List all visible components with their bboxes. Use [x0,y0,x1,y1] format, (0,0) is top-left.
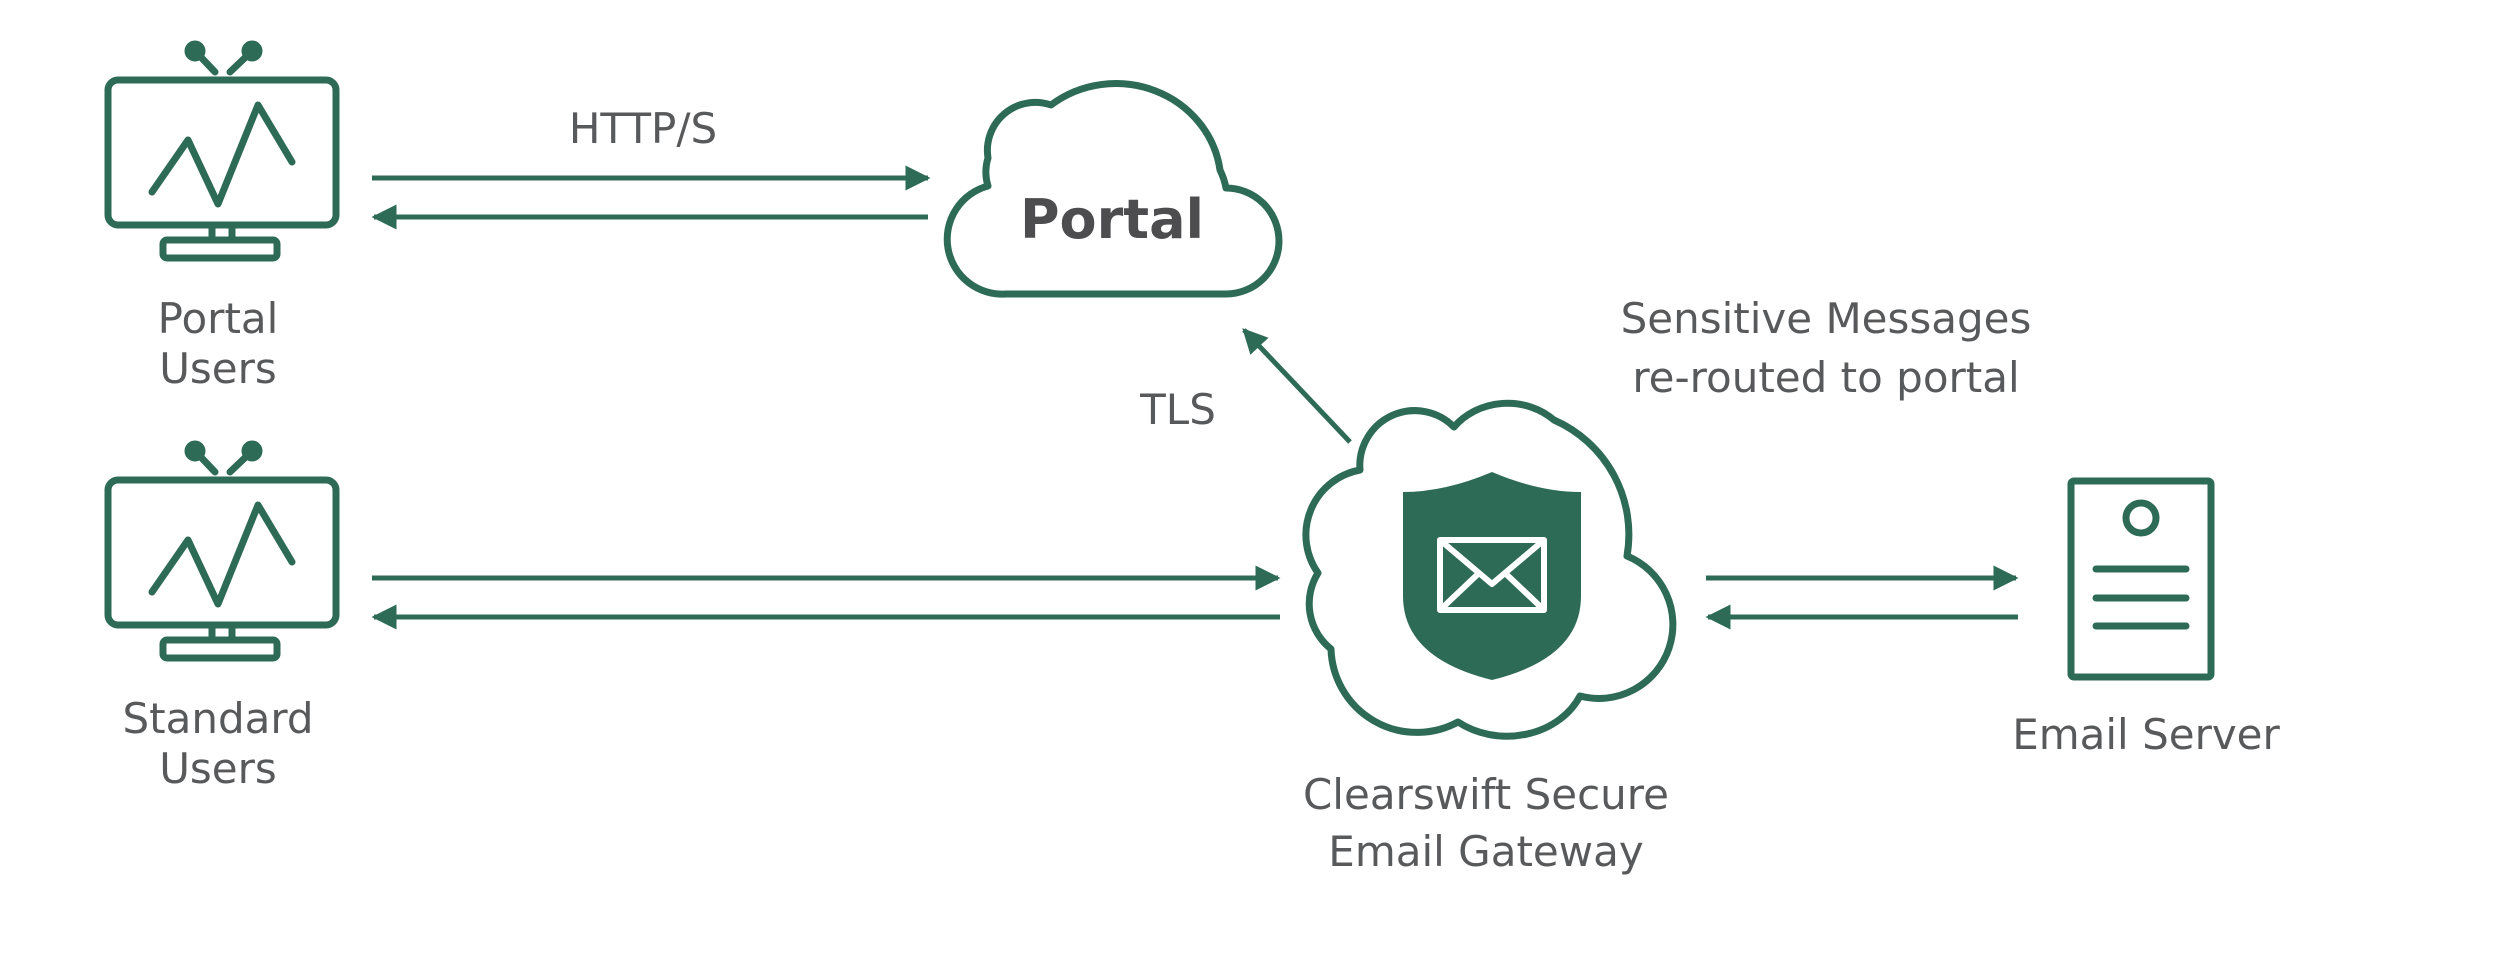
tls-label: TLS [1139,385,1216,434]
monitor-icon [104,40,340,262]
tls-arrow [1242,328,1352,444]
reroute-label-line2: re-routed to portal [1632,353,2019,402]
standard-users-node: Standard Users [104,440,340,793]
shield-envelope-icon [1403,472,1581,680]
portal-users-node: Portal Users [104,40,340,393]
portal-users-label-line1: Portal [158,294,279,343]
standard-users-label-line2: Users [159,744,277,793]
gateway-connection [371,565,1281,630]
monitor-icon [104,440,340,662]
gateway-node: Clearswift Secure Email Gateway [1302,399,1677,876]
email-server-node: Email Server [2012,477,2281,759]
http-label: HTTP/S [569,104,717,153]
gateway-label-line1: Clearswift Secure [1303,770,1669,819]
portal-cloud-label: Portal [1020,188,1204,251]
portal-users-label-line2: Users [159,344,277,393]
email-server-label: Email Server [2012,710,2280,759]
reroute-label-line1: Sensitive Messages [1621,294,2032,343]
cloud-icon [943,80,1283,298]
portal-cloud-node: Portal [943,80,1283,298]
http-connection [371,165,931,230]
server-icon [2067,477,2215,681]
cloud-icon [1302,399,1677,740]
envelope-icon [1437,537,1547,613]
server-connection [1705,565,2019,630]
standard-users-label-line1: Standard [122,694,313,743]
shield-icon [1403,472,1581,680]
gateway-label-line2: Email Gateway [1328,827,1643,876]
